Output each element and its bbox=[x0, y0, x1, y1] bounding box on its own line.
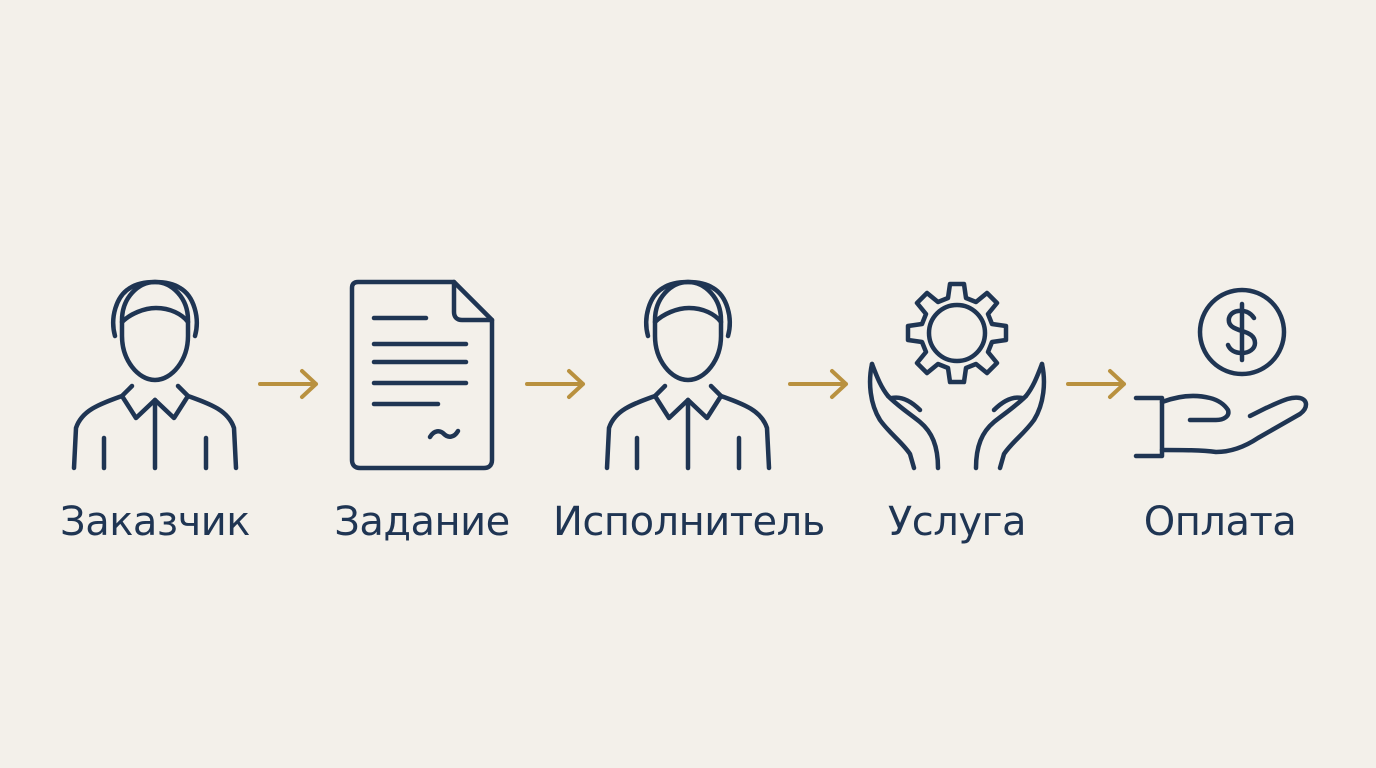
gear-in-hands-icon bbox=[862, 278, 1052, 474]
arrow-right-icon bbox=[258, 368, 320, 400]
arrow-right-icon bbox=[525, 368, 587, 400]
coin-in-hand-icon bbox=[1132, 287, 1312, 462]
contractor-person-icon bbox=[603, 278, 773, 473]
document-icon bbox=[349, 279, 495, 472]
step-label-task: Задание bbox=[334, 499, 510, 545]
step-label-payment: Оплата bbox=[1143, 499, 1297, 545]
step-label-client: Заказчик bbox=[60, 499, 250, 545]
client-person-icon bbox=[70, 278, 240, 473]
arrow-right-icon bbox=[1066, 368, 1128, 400]
step-label-service: Услуга bbox=[887, 499, 1027, 545]
step-label-contractor: Исполнитель bbox=[553, 499, 825, 545]
arrow-right-icon bbox=[788, 368, 850, 400]
